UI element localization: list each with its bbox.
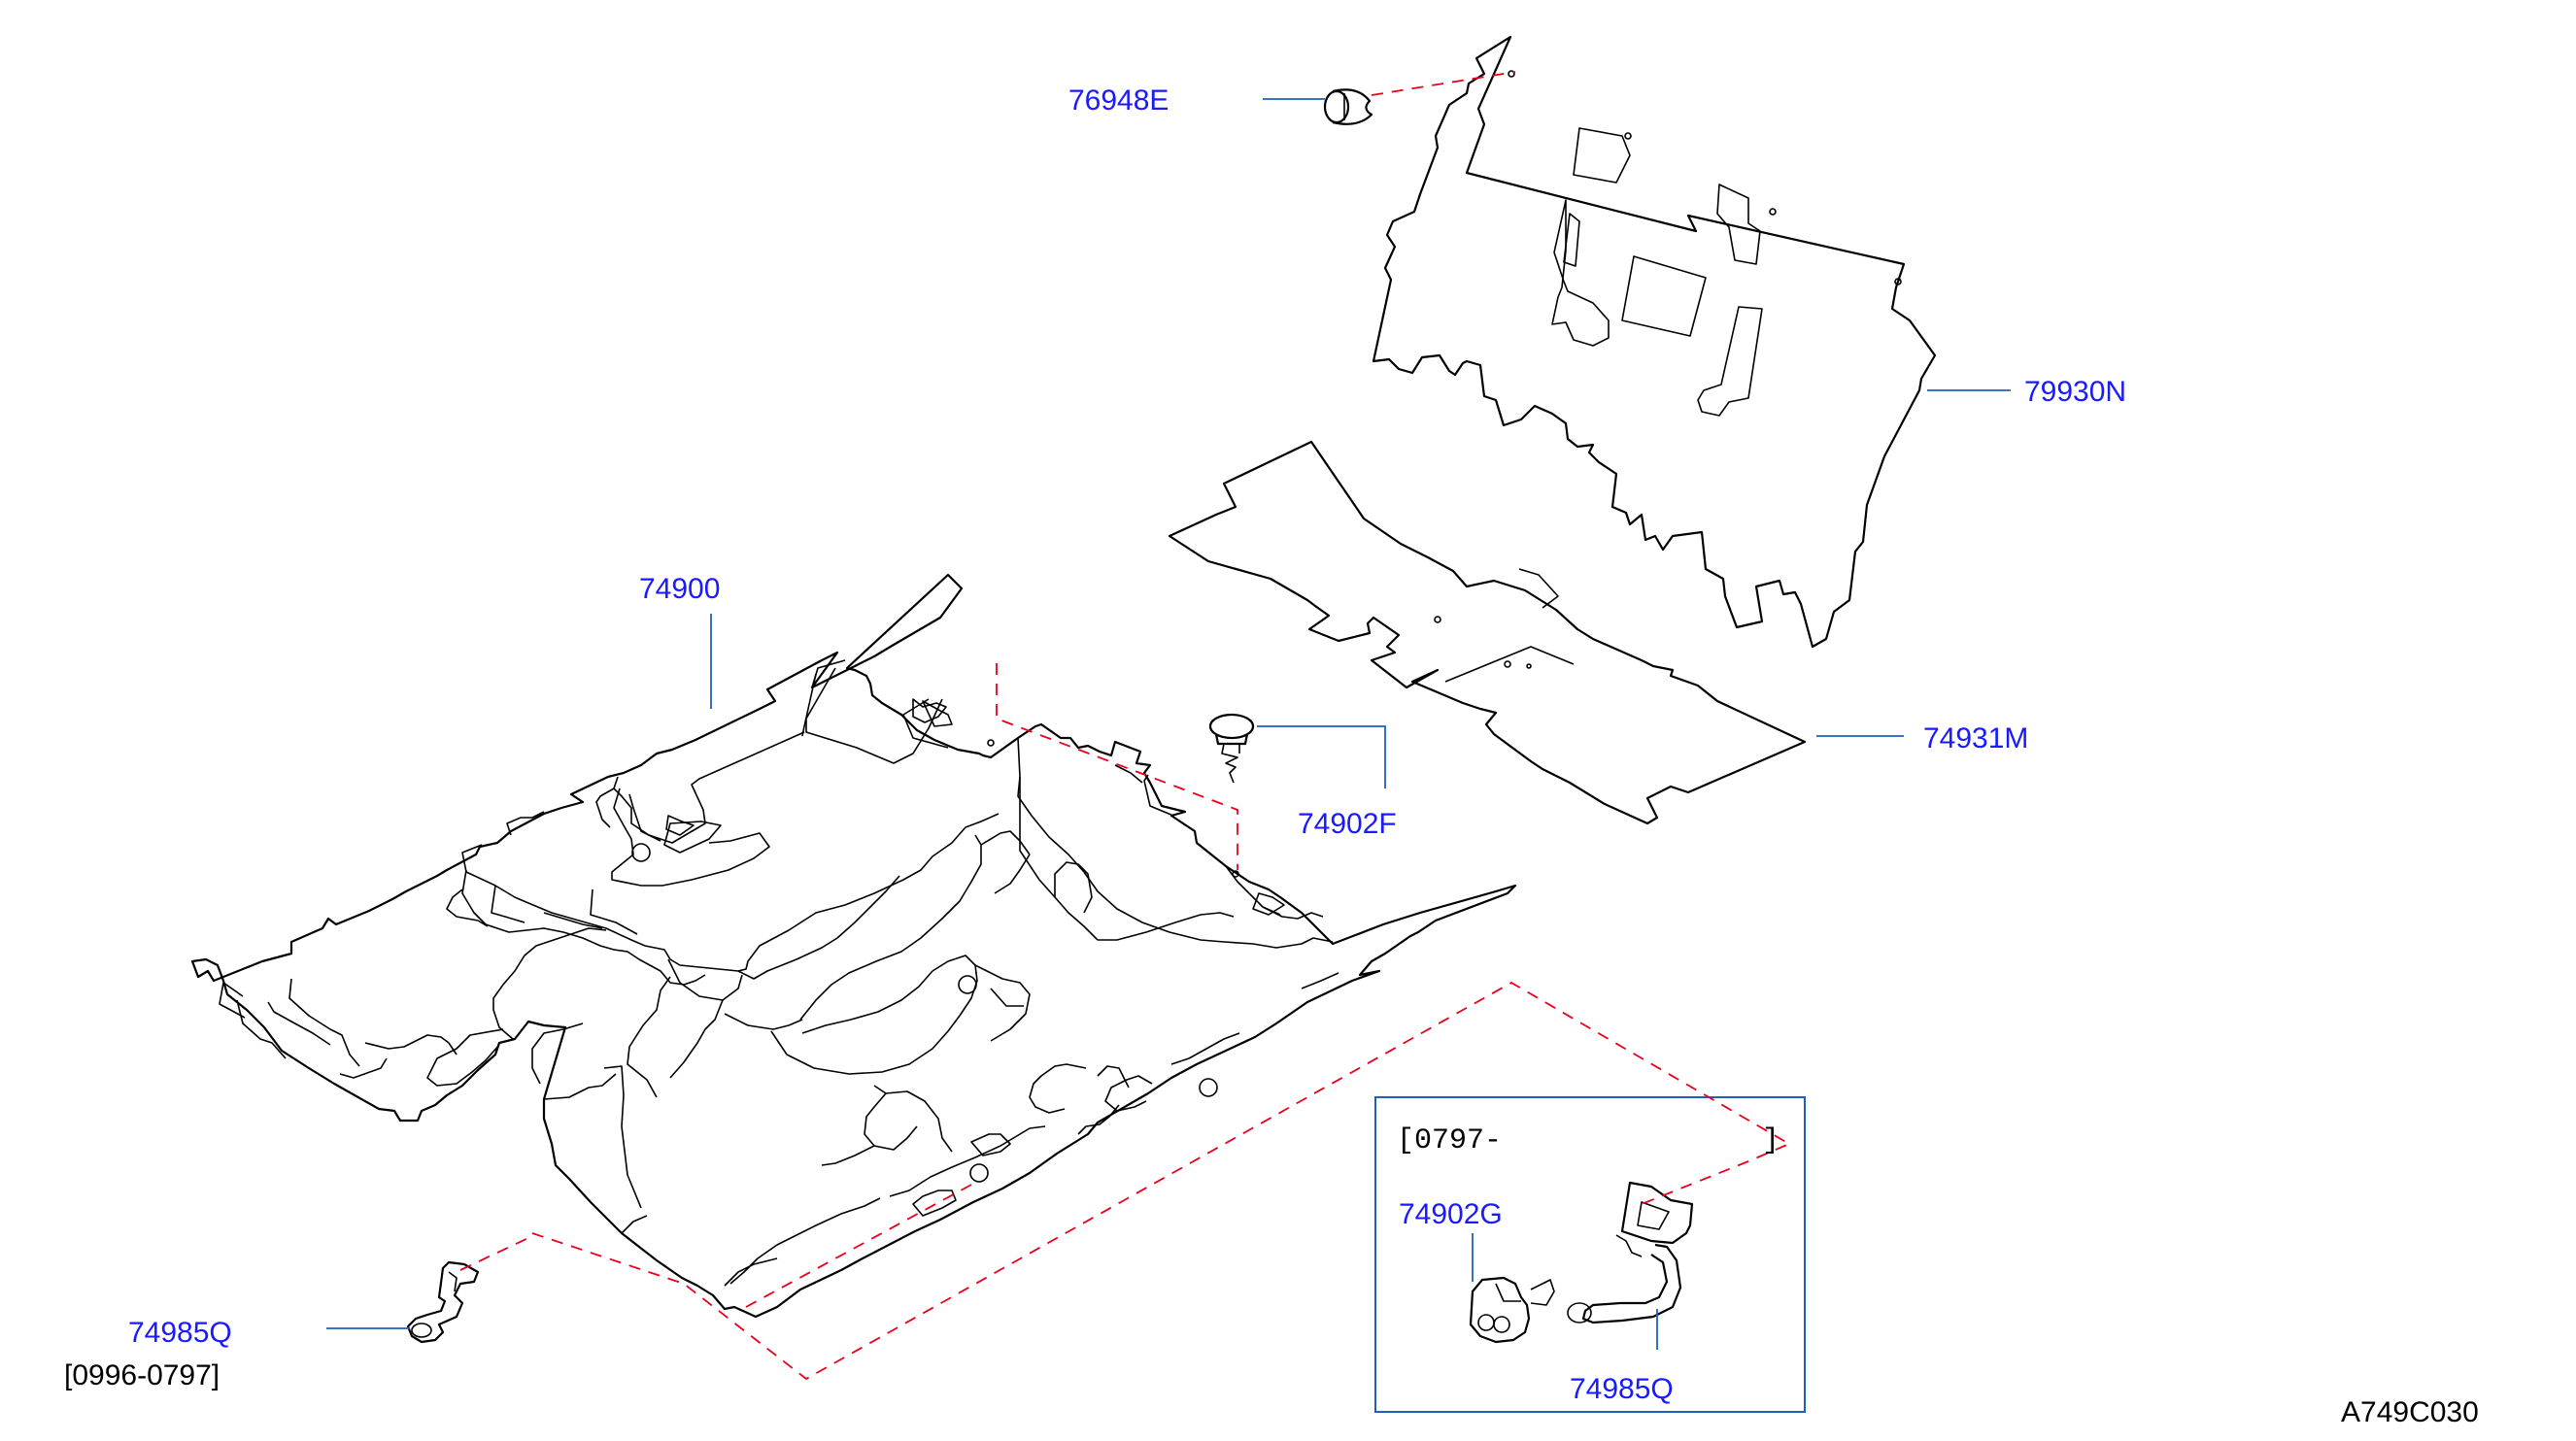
- leader-lines: [326, 98, 2011, 1350]
- inset-range-end: ]: [1762, 1124, 1779, 1157]
- label-74985q-left: 74985Q: [128, 1317, 232, 1349]
- inset-box: [1374, 1096, 1806, 1413]
- rear-panel-79930n: [1372, 35, 1937, 649]
- clip-74902f-icon: [1208, 713, 1255, 784]
- label-74931m: 74931M: [1923, 722, 2028, 754]
- phantom-lines: [459, 71, 1792, 1381]
- drawing-code: A749C030: [2341, 1396, 2479, 1428]
- rear-mat-74931m: [1168, 440, 1807, 825]
- label-74902f: 74902F: [1298, 808, 1397, 840]
- label-79930n: 79930N: [2024, 376, 2126, 408]
- clip-74902g-icon: [1469, 1276, 1555, 1344]
- label-74985q-left-range: [0996-0797]: [64, 1359, 220, 1391]
- hook-74985q-inset-icon: [1567, 1181, 1694, 1324]
- label-74985q-inset: 74985Q: [1570, 1373, 1674, 1405]
- label-74900: 74900: [639, 573, 720, 605]
- hook-74985q-left-icon: [406, 1260, 480, 1344]
- inset-range-start: [0797-: [1397, 1124, 1502, 1157]
- label-74902g: 74902G: [1399, 1198, 1503, 1230]
- clip-76948e-icon: [1323, 88, 1373, 125]
- label-76948e: 76948E: [1068, 84, 1169, 117]
- main-carpet-74900: [190, 573, 1517, 1319]
